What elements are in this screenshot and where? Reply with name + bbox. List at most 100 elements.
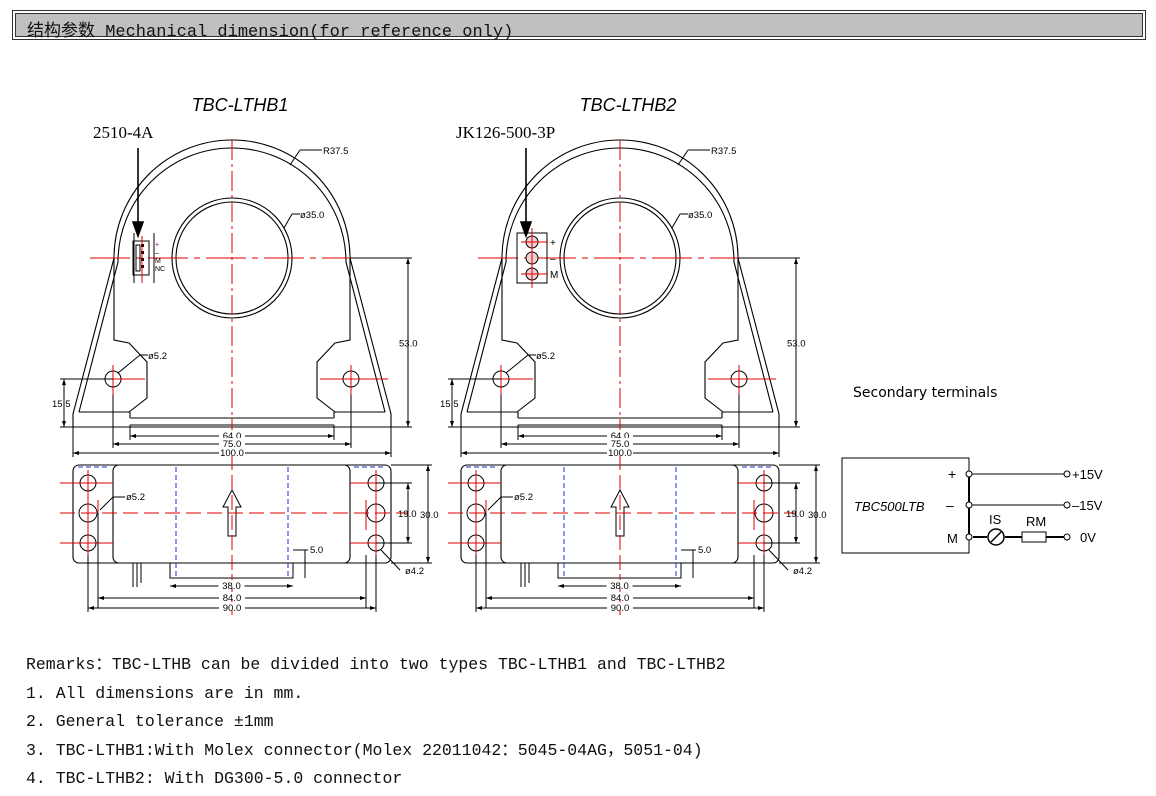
dim-mount-hole: ø5.2 [126, 492, 145, 503]
dim-hole-span-bg [219, 592, 245, 600]
device-name: TBC500LTB [854, 499, 925, 514]
remark-item: 2. General tolerance ±1mm [26, 712, 274, 731]
dim-protrusion-width-label: 38.0 [610, 581, 629, 592]
dim-width-label: 100.0 [608, 448, 632, 459]
outer-outline [72, 139, 392, 428]
dim-mount-hole: ø5.2 [514, 492, 533, 503]
line [289, 149, 301, 166]
dim-slot-spacing-arrows [794, 483, 798, 543]
connector-pins [520, 562, 535, 587]
v-zero-label: 0V [1080, 530, 1096, 545]
front-view-tbc-lthb1: TBC-LTHB1R37.5ø35.0ø5.253.015.564.075.01… [52, 95, 418, 615]
bottom-view: 30.019.05.038.084.090.0ø5.2ø4.2 [60, 455, 439, 615]
dim-outer-radius: R37.5 [711, 146, 736, 157]
dim-protrusion: 5.0 [310, 545, 323, 556]
dim-base-length-bg [607, 602, 633, 610]
dim-protrusion-width-label: 38.0 [222, 581, 241, 592]
dim-hole-span-label: 84.0 [223, 593, 242, 604]
rm-label: RM [1026, 514, 1046, 529]
dim-width-label: 100.0 [220, 448, 244, 459]
dim-mount-hole: ø5.2 [148, 351, 167, 362]
connector-arrow [131, 148, 145, 239]
mechanical-drawing: TBC-LTHB1R37.5ø35.0ø5.253.015.564.075.01… [52, 95, 1103, 615]
output-node [1063, 470, 1071, 478]
remark-item: 3. TBC-LTHB1:With Molex connector(Molex … [26, 740, 703, 760]
dim-protrusion: 5.0 [698, 545, 711, 556]
is-label: IS [989, 512, 1002, 527]
base-step [517, 412, 723, 419]
connector-pins [132, 562, 147, 587]
dim-hole-spacing-label: 75.0 [611, 439, 630, 450]
front-view-tbc-lthb2: TBC-LTHB2R37.5ø35.0ø5.253.015.564.075.01… [440, 95, 806, 615]
dim-small-hole: ø4.2 [793, 566, 812, 577]
line [99, 496, 114, 511]
dim-inner-base-label: 64.0 [223, 431, 242, 442]
line [487, 496, 502, 511]
bottom-view: 30.019.0 5.0 38.084.090.0 ø5.2 ø4.2 [448, 455, 827, 615]
dim-depth-label: 30.0 [808, 510, 827, 521]
dim-hole-diameter: ø35.0 [688, 210, 712, 221]
outer-outline [460, 139, 780, 428]
dim-base-length-bg [219, 602, 245, 610]
dim-inner-base-label: 64.0 [611, 431, 630, 442]
dim-hole-spacing-bg [219, 438, 245, 446]
terminal-node [965, 470, 973, 478]
pin-label-0: + [155, 242, 159, 249]
section-header: 结构参数 Mechanical dimension(for reference … [12, 10, 1146, 42]
connector-arrow [519, 148, 533, 239]
model-title: TBC-LTHB1 [192, 95, 289, 115]
connector-label: 2510-4A [93, 123, 154, 142]
output-node [1063, 533, 1071, 541]
dim-outer-radius: R37.5 [323, 146, 348, 157]
inner-contour-right [704, 258, 773, 413]
dim-hole-diameter: ø35.0 [300, 210, 324, 221]
dim-slot-spacing-label: 19.0 [786, 509, 805, 520]
terminal-minus-label: – [946, 497, 954, 513]
dim-height-label: 53.0 [787, 339, 806, 350]
line [768, 549, 789, 571]
dim-slot-spacing-arrows [406, 483, 410, 543]
v-neg-label: –15V [1072, 498, 1103, 513]
terminal-node [965, 533, 973, 541]
dim-base-length-label: 90.0 [223, 603, 242, 614]
dim-slot-spacing-label: 19.0 [398, 509, 417, 520]
connector-body [132, 240, 150, 276]
terminals-title: Secondary terminals [853, 385, 997, 401]
dim-hole-span-label: 84.0 [611, 593, 630, 604]
dim-base-height-label: 15.5 [52, 399, 71, 410]
dim-height-label: 53.0 [399, 339, 418, 350]
line [117, 354, 141, 374]
line [671, 213, 681, 229]
dim-hole-spacing-bg [607, 438, 633, 446]
v-pos-label: +15V [1072, 467, 1103, 482]
dim-inner-base-bg [219, 430, 245, 438]
inner-contour-left [467, 258, 536, 413]
pin-label-3: NC [155, 266, 165, 273]
dim-width-bg [607, 447, 633, 455]
pin-label-2: M [155, 258, 161, 265]
remarks: Remarks：TBC-LTHB can be divided into two… [26, 652, 726, 795]
dim-small-hole: ø4.2 [405, 566, 424, 577]
model-title: TBC-LTHB2 [580, 95, 677, 115]
dim-protrusion-width-bg [218, 580, 245, 588]
remark-item: 1. All dimensions are in mm. [26, 683, 304, 703]
section-title: 结构参数 Mechanical dimension(for reference … [27, 23, 514, 42]
connector-latch [135, 244, 141, 272]
line [380, 549, 401, 571]
inner-contour-left [79, 258, 148, 413]
dim-inner-base-bg [607, 430, 633, 438]
connector-label: JK126-500-3P [456, 123, 555, 142]
resistor-icon [1021, 531, 1047, 543]
dim-base-length-label: 90.0 [611, 603, 630, 614]
terminal-plus-label: + [948, 466, 956, 482]
terminal-m-label: M [947, 531, 958, 546]
pin-label-1: – [550, 254, 556, 265]
dim-base-height-label: 15.5 [440, 399, 459, 410]
line [677, 149, 689, 166]
remark-item: 4. TBC-LTHB2: With DG300-5.0 connector [26, 769, 403, 788]
line [283, 213, 293, 229]
inner-contour-right [316, 258, 385, 413]
pin-label-2: M [550, 270, 558, 281]
output-node [1063, 501, 1071, 509]
